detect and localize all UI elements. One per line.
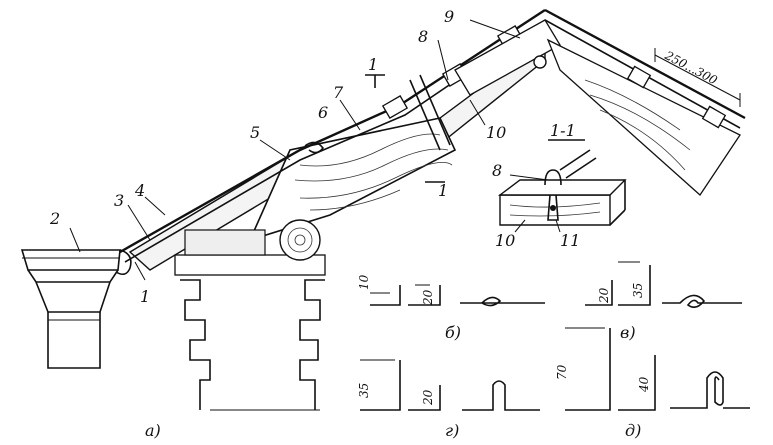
dim-v-1: 20	[597, 287, 611, 304]
dimension-label: 250...300	[662, 48, 720, 88]
caption-d: д)	[625, 421, 641, 440]
masonry-wall	[174, 219, 326, 411]
dim-g-1: 35	[357, 383, 371, 398]
detail-d	[565, 327, 750, 411]
detail-v	[585, 261, 742, 309]
label-6: 6	[318, 103, 328, 122]
section-1-1	[497, 139, 627, 233]
dim-b-2: 20	[421, 289, 435, 306]
label-1: 1	[140, 287, 150, 306]
section-mark-bottom: 1	[438, 181, 448, 200]
gutter	[20, 249, 132, 369]
label-4: 4	[134, 181, 145, 200]
caption-b: б)	[445, 323, 461, 342]
section-label-8: 8	[492, 161, 502, 180]
dim-d-2: 40	[637, 376, 651, 393]
leader-lines	[69, 19, 521, 281]
label-2: 2	[49, 209, 60, 228]
dim-v-2: 35	[631, 283, 645, 298]
caption-g: г)	[445, 421, 459, 440]
caption-v: в)	[620, 323, 636, 342]
label-9: 9	[444, 7, 454, 26]
dim-b-1: 10	[357, 274, 371, 290]
section-label-11: 11	[560, 231, 580, 250]
right-slope	[544, 8, 746, 196]
label-3: 3	[114, 191, 124, 210]
section-title: 1-1	[550, 121, 576, 140]
dim-d-1: 70	[555, 364, 569, 380]
label-5: 5	[250, 123, 260, 142]
section-mark-top: 1	[368, 55, 378, 74]
caption-a: а)	[145, 421, 161, 440]
label-8: 8	[418, 27, 428, 46]
label-10: 10	[486, 123, 506, 142]
section-label-10: 10	[495, 231, 515, 250]
detail-g	[360, 359, 540, 411]
dim-g-2: 20	[421, 389, 435, 406]
label-7: 7	[333, 83, 344, 102]
detail-b	[370, 284, 545, 307]
left-slope	[119, 8, 561, 271]
